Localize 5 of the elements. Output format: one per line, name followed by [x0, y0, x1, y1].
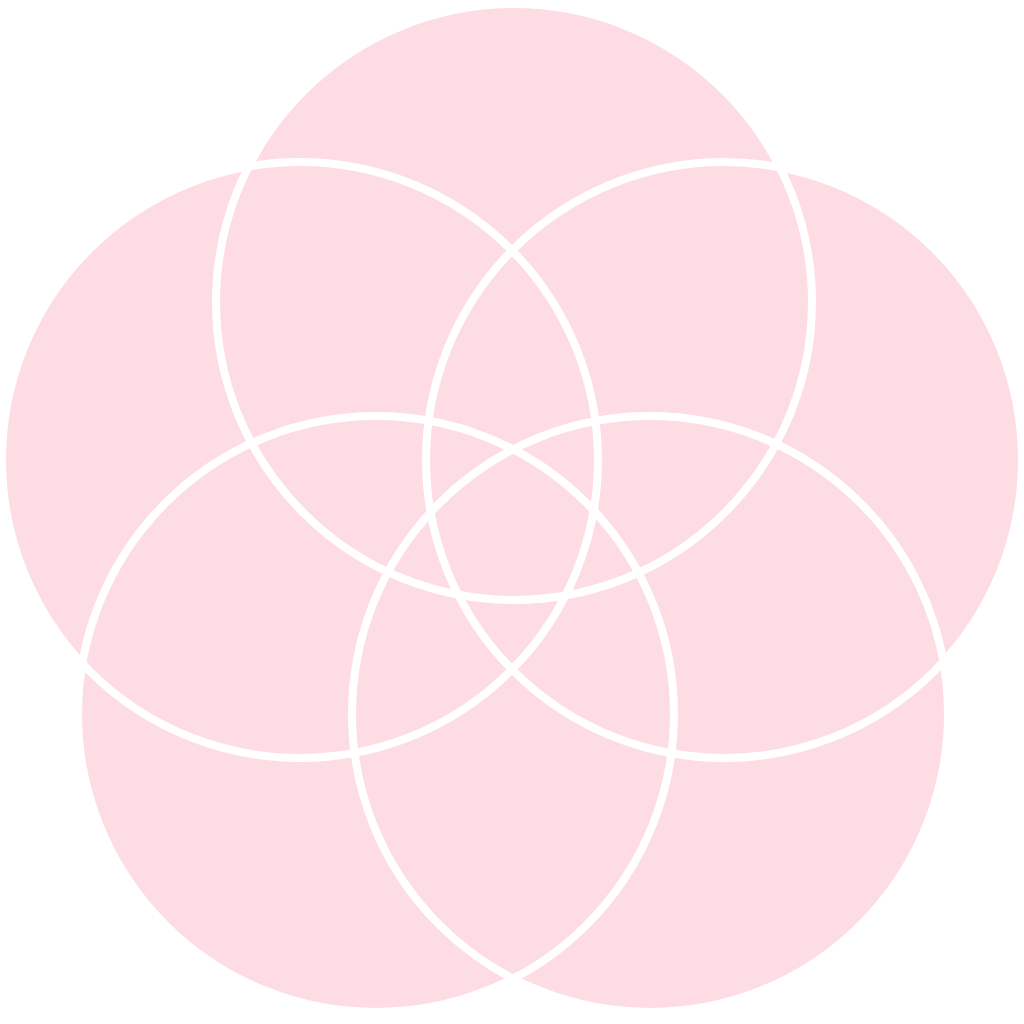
circle-outline [74, 412, 678, 1016]
circle-outline [348, 412, 952, 1016]
circle-outline [422, 158, 1024, 762]
circle-outline [212, 0, 816, 604]
circle-outline [0, 158, 602, 762]
